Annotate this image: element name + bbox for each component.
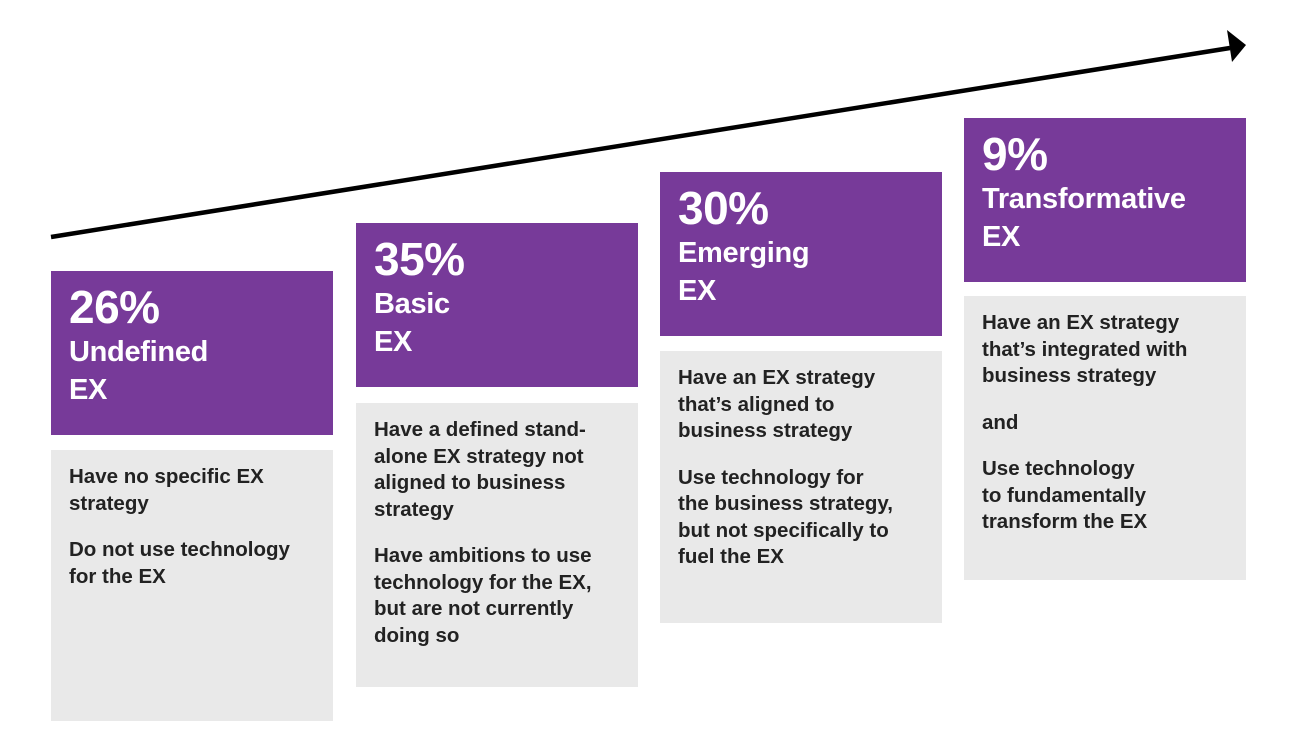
stage-transformative-ex: 9% Transformative EX Have an EX strategy… bbox=[964, 118, 1246, 580]
stage-percent: 26% bbox=[69, 281, 160, 333]
stage-description-paragraph: Use technology for the business strategy… bbox=[678, 465, 893, 569]
stage-level-suffix: EX bbox=[678, 275, 717, 307]
stage-description-paragraph: Have an EX strategy that’s integrated wi… bbox=[982, 311, 1188, 387]
progression-arrow-head bbox=[1227, 30, 1246, 62]
stage-description-paragraph: Do not use technology for the EX bbox=[69, 538, 290, 588]
stage-percent: 9% bbox=[982, 128, 1048, 180]
stage-level-suffix: EX bbox=[69, 374, 108, 406]
stage-description-paragraph: Have no specific EX strategy bbox=[69, 465, 264, 515]
stage-description: Have no specific EX strategy Do not use … bbox=[51, 450, 333, 721]
stage-level-name: Basic bbox=[374, 288, 450, 320]
stage-percent: 30% bbox=[678, 182, 769, 234]
stage-description-paragraph: and bbox=[982, 410, 1019, 434]
stage-header: 30% Emerging EX bbox=[660, 172, 942, 336]
stage-description-paragraph: Have a defined stand- alone EX strategy … bbox=[374, 418, 586, 521]
stage-level-suffix: EX bbox=[374, 326, 413, 358]
stage-description-paragraph: Have ambitions to use technology for the… bbox=[374, 544, 592, 647]
stage-undefined-ex: 26% Undefined EX Have no specific EX str… bbox=[51, 271, 333, 721]
stage-basic-ex: 35% Basic EX Have a defined stand- alone… bbox=[356, 223, 638, 687]
stage-description: Have an EX strategy that’s integrated wi… bbox=[964, 296, 1246, 580]
stage-description-paragraph: Use technology to fundamentally transfor… bbox=[982, 457, 1148, 533]
stage-header: 35% Basic EX bbox=[356, 223, 638, 387]
stage-description: Have a defined stand- alone EX strategy … bbox=[356, 403, 638, 687]
stage-level-suffix: EX bbox=[982, 221, 1021, 253]
stage-description: Have an EX strategy that’s aligned to bu… bbox=[660, 351, 942, 623]
stage-percent: 35% bbox=[374, 233, 465, 285]
stage-header: 26% Undefined EX bbox=[51, 271, 333, 435]
stage-level-name: Transformative bbox=[982, 183, 1186, 215]
progression-arrow-line bbox=[50, 45, 1231, 240]
stage-level-name: Emerging bbox=[678, 237, 810, 269]
stage-header: 9% Transformative EX bbox=[964, 118, 1246, 282]
stage-level-name: Undefined bbox=[69, 336, 209, 368]
stage-description-paragraph: Have an EX strategy that’s aligned to bu… bbox=[678, 366, 876, 442]
stage-emerging-ex: 30% Emerging EX Have an EX strategy that… bbox=[660, 172, 942, 623]
